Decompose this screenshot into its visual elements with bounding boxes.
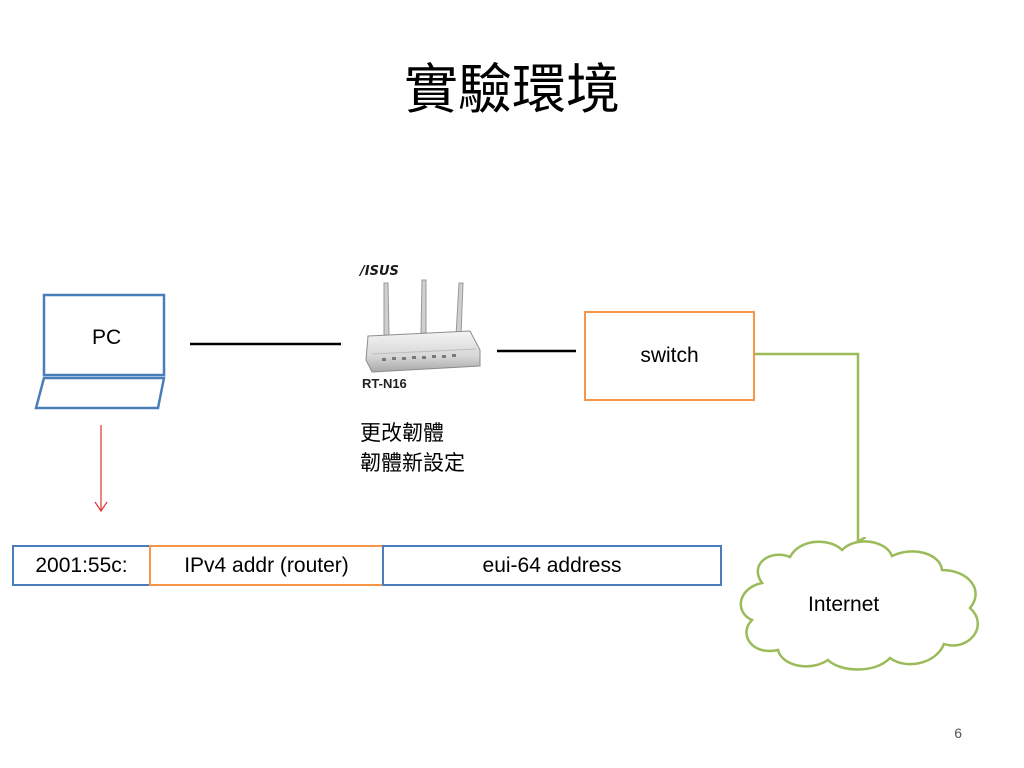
svg-text:/ISUS: /ISUS <box>358 264 399 279</box>
pc-address-arrow <box>94 425 108 513</box>
internet-cloud-icon <box>739 540 979 671</box>
router-note-firmware-settings: 韌體新設定 <box>360 451 465 475</box>
switch-label: switch <box>640 344 699 367</box>
address-eui64-label: eui-64 address <box>482 553 622 577</box>
address-ipv4-label: IPv4 addr (router) <box>184 553 349 577</box>
address-ipv4-field: IPv4 addr (router) <box>149 545 384 586</box>
switch-box: switch <box>584 311 755 401</box>
router-icon: /ISUS RT-N16 <box>358 264 481 391</box>
page-number: 6 <box>954 725 962 741</box>
pc-laptop-icon <box>34 293 166 410</box>
internet-label: Internet <box>808 593 880 616</box>
switch-internet-arrow <box>755 352 858 542</box>
address-prefix-label: 2001:55c: <box>35 553 128 577</box>
address-prefix-field: 2001:55c: <box>12 545 151 586</box>
router-note-firmware-change: 更改韌體 <box>360 421 444 445</box>
router-notes: 更改韌體 韌體新設定 <box>360 418 465 478</box>
router-brand-logo: /ISUS <box>358 264 399 279</box>
address-eui64-field: eui-64 address <box>382 545 722 586</box>
router-antennas <box>383 279 464 337</box>
slide-title: 實驗環境 <box>404 58 620 121</box>
pc-label: PC <box>92 326 122 349</box>
router-model-label: RT-N16 <box>362 376 407 391</box>
